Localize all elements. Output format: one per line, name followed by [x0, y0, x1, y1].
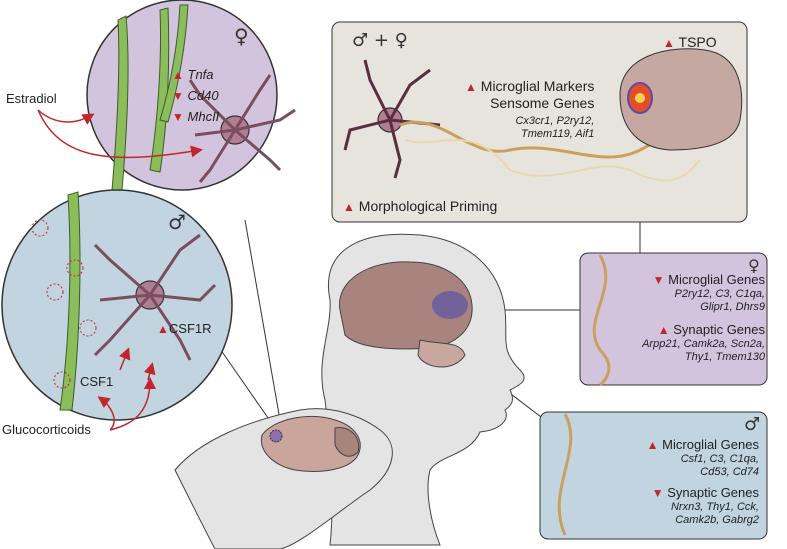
- markers-genes-line1: Cx3cr1, P2ry12,: [515, 114, 595, 127]
- male-panel-box: [539, 411, 768, 540]
- csf1-dashed-circles: [31, 219, 97, 389]
- csf1r-label: ▲CSF1R: [157, 321, 212, 337]
- glucocorticoids-label: Glucocorticoids: [2, 422, 91, 437]
- csf1r-text: CSF1R: [168, 321, 212, 336]
- tspo-label: ▲ TSPO: [663, 34, 717, 51]
- glucocorticoid-arrows: [97, 377, 156, 431]
- male-zoom-circle: [1, 189, 233, 421]
- female-synaptic-genes-2: Thy1, Tmem130: [684, 350, 765, 363]
- female-panel-box: [579, 252, 768, 386]
- female-gene-mhcii: ▼ MhcII: [172, 108, 220, 125]
- male-microglial-genes-1: Csf1, C3, C1qa,: [680, 452, 759, 465]
- up-arrow-icon: ▲: [646, 438, 659, 452]
- top-panel-dna-strand2: [404, 139, 701, 182]
- both-sexes-symbol: ♂ + ♀: [352, 30, 408, 51]
- top-panel-microglia: [343, 59, 441, 179]
- down-arrow-icon: ▼: [651, 486, 664, 501]
- female-synaptic-title: ▲ Synaptic Genes: [642, 322, 765, 338]
- tspo-text: TSPO: [678, 34, 717, 50]
- male-synaptic-genes-2: Camk2b, Gabrg2: [675, 513, 759, 526]
- gene-name: Cd40: [187, 87, 219, 103]
- markers-line2: Sensome Genes: [490, 94, 595, 111]
- up-arrow-icon: ▲: [657, 323, 670, 338]
- female-synaptic-genes-1: Arpp21, Camk2a, Scn2a,: [642, 338, 765, 351]
- mouse-hippocampus-marker: [269, 429, 283, 443]
- male-dendrites: [59, 191, 81, 411]
- microglial-markers-block: ▲ Microglial Markers Sensome Genes Cx3cr…: [465, 78, 594, 140]
- markers-line1: Microglial Markers: [480, 78, 595, 94]
- up-arrow-icon: ▲: [172, 68, 184, 82]
- female-gene-cd40: ▼ Cd40: [172, 87, 219, 104]
- human-brain: [339, 261, 473, 350]
- human-cerebellum: [417, 339, 466, 368]
- up-arrow-icon: ▲: [343, 200, 355, 214]
- estradiol-label: Estradiol: [6, 91, 57, 106]
- male-synaptic-title: ▼ Synaptic Genes: [647, 485, 759, 501]
- down-arrow-icon: ▼: [172, 109, 184, 124]
- markers-genes-line2: Tmem119, Aif1: [521, 127, 595, 140]
- mouse-cerebellum: [334, 427, 360, 457]
- markers-title: ▲ Microglial Markers: [465, 78, 594, 95]
- up-arrow-icon: ▲: [663, 36, 675, 50]
- title-text: Microglial Genes: [668, 272, 765, 287]
- male-symbol-panel: ♂: [744, 414, 761, 435]
- title-text: Synaptic Genes: [667, 485, 759, 501]
- female-microglial-genes-2: Glipr1, Dhrs9: [700, 300, 765, 313]
- up-arrow-icon: ▲: [465, 80, 477, 94]
- female-symbol-panel: ♀: [748, 256, 760, 275]
- female-symbol-circle: ♀: [234, 24, 249, 48]
- up-arrow-icon: ▲: [157, 322, 169, 336]
- female-microglia: [188, 74, 296, 183]
- tspo-hotspot-core: [635, 93, 645, 103]
- female-panel-dna: [592, 254, 611, 387]
- female-dendrites: [111, 4, 189, 191]
- male-synaptic-genes-1: Nrxn3, Thy1, Cck,: [670, 501, 759, 514]
- female-microglial-title: ▼ Microglial Genes: [642, 272, 765, 288]
- morphological-priming-label: ▲ Morphological Priming: [343, 198, 497, 215]
- male-microglia: [93, 233, 217, 361]
- csf1-label: CSF1: [80, 374, 114, 389]
- gene-name: Tnfa: [187, 67, 214, 82]
- male-microglial-title: ▲ Microglial Genes: [646, 437, 759, 453]
- title-text: Microglial Genes: [662, 437, 759, 452]
- female-gene-list: ▲ Tnfa ▼ Cd40 ▼ MhcII: [172, 67, 220, 125]
- male-microglial-genes-2: Cd53, Cd74: [700, 465, 759, 478]
- male-symbol-circle: ♂: [168, 210, 186, 234]
- title-text: Synaptic Genes: [673, 322, 765, 338]
- down-arrow-icon: ▼: [652, 273, 665, 287]
- top-panel-human-brain: [619, 48, 743, 151]
- male-panel-text: ▲ Microglial Genes Csf1, C3, C1qa, Cd53,…: [646, 437, 759, 526]
- female-microglial-genes-1: P2ry12, C3, C1qa,: [674, 287, 766, 300]
- male-panel-dna: [557, 413, 573, 536]
- priming-text: Morphological Priming: [358, 198, 498, 214]
- human-hippocampus-region: [432, 291, 468, 319]
- female-gene-tnfa: ▲ Tnfa: [172, 67, 219, 83]
- estradiol-arrows: [37, 109, 203, 159]
- down-arrow-icon: ▼: [172, 88, 184, 103]
- female-panel-text: ▼ Microglial Genes P2ry12, C3, C1qa, Gli…: [642, 272, 766, 363]
- gene-name: MhcII: [187, 108, 220, 124]
